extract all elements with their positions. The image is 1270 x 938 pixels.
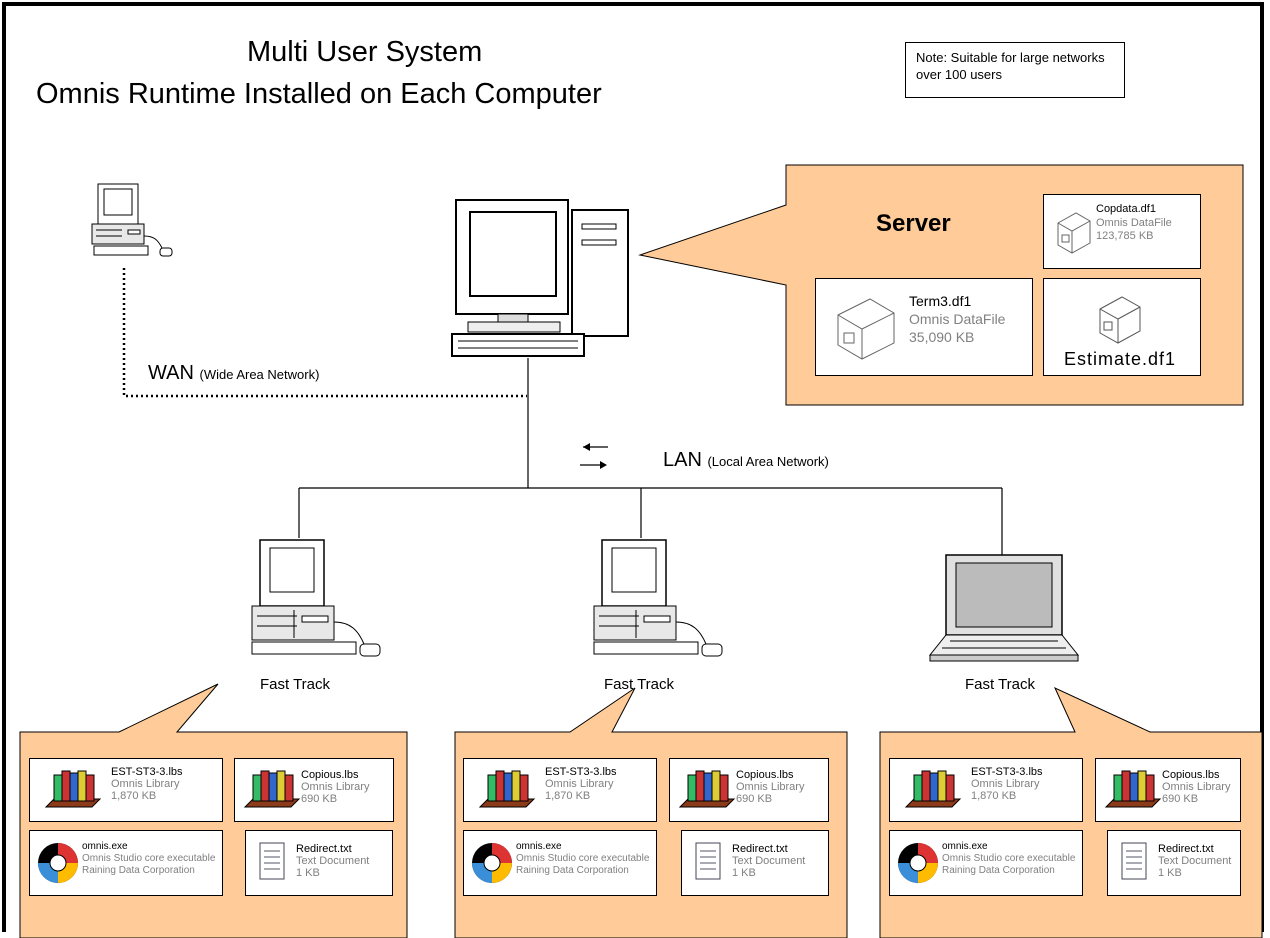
file-size: 123,785 KB [1096,230,1154,242]
file-card-exe[interactable]: omnis.exe Omnis Studio core executable R… [463,830,657,896]
file-size: 35,090 KB [909,329,975,345]
file-company: Raining Data Corporation [82,865,195,876]
file-name: omnis.exe [516,841,562,852]
client-label-3: Fast Track [965,676,1036,693]
file-type: Omnis Library [545,778,614,790]
datafile-icon [1099,296,1141,344]
lan-label: LAN (Local Area Network) [663,449,829,471]
file-type: Omnis Library [301,781,370,793]
file-card-lib1[interactable]: EST-ST3-3.lbs Omnis Library 1,870 KB [889,758,1083,822]
file-company: Raining Data Corporation [516,865,629,876]
file-size: 1,870 KB [971,790,1017,802]
file-type: Text Document [296,855,370,867]
file-type: Text Document [732,855,806,867]
file-card-lib2[interactable]: Copious.lbs Omnis Library 690 KB [234,758,394,822]
file-name: Redirect.txt [732,843,788,855]
file-name: omnis.exe [82,841,128,852]
file-type: Omnis DataFile [909,311,1006,327]
omnis-logo-icon [898,843,938,883]
file-size: 690 KB [1162,793,1199,805]
file-card-lib2[interactable]: Copious.lbs Omnis Library 690 KB [1095,758,1241,822]
client-pc-icon-1 [251,539,381,657]
datafile-icon [1057,212,1091,254]
file-card-txt[interactable]: Redirect.txt Text Document 1 KB [1107,830,1241,896]
file-card-lib1[interactable]: EST-ST3-3.lbs Omnis Library 1,870 KB [29,758,223,822]
server-title: Server [876,210,951,237]
client-label-2: Fast Track [604,676,675,693]
file-card-lib1[interactable]: EST-ST3-3.lbs Omnis Library 1,870 KB [463,758,657,822]
file-size: 1 KB [296,867,320,879]
file-desc: Omnis Studio core executable [82,853,216,864]
library-books-icon [678,770,736,808]
file-type: Text Document [1158,855,1232,867]
library-books-icon [44,770,102,808]
file-size: 1,870 KB [545,790,591,802]
file-size: 1 KB [1158,867,1182,879]
file-name: EST-ST3-3.lbs [545,766,617,778]
omnis-logo-icon [472,843,512,883]
file-type: Omnis Library [971,778,1040,790]
file-name: Redirect.txt [296,843,352,855]
file-size: 690 KB [301,793,338,805]
file-name: EST-ST3-3.lbs [111,766,183,778]
file-card-estimate[interactable]: Estimate.df1 [1043,278,1201,376]
server-pc-icon [451,199,629,357]
title-line-2: Omnis Runtime Installed on Each Computer [36,78,602,110]
file-size: 690 KB [736,793,773,805]
file-type: Omnis Library [1162,781,1231,793]
file-name: Term3.df1 [909,293,972,309]
file-card-exe[interactable]: omnis.exe Omnis Studio core executable R… [889,830,1083,896]
note-box: Note: Suitable for large networks over 1… [905,42,1125,98]
file-card-txt[interactable]: Redirect.txt Text Document 1 KB [681,830,829,896]
file-card-term3[interactable]: Term3.df1 Omnis DataFile 35,090 KB [815,278,1033,376]
file-name: Estimate.df1 [1064,349,1177,369]
file-card-exe[interactable]: omnis.exe Omnis Studio core executable R… [29,830,223,896]
client-pc-icon-2 [593,539,723,657]
datafile-icon [837,298,895,360]
text-document-icon [1121,842,1147,880]
file-card-lib2[interactable]: Copious.lbs Omnis Library 690 KB [669,758,829,822]
file-size: 1 KB [732,867,756,879]
text-document-icon [695,842,721,880]
file-name: EST-ST3-3.lbs [971,766,1043,778]
file-desc: Omnis Studio core executable [942,853,1076,864]
file-name: Copious.lbs [301,769,359,781]
client-label-1: Fast Track [260,676,331,693]
file-name: Copious.lbs [1162,769,1220,781]
file-desc: Omnis Studio core executable [516,853,650,864]
file-name: Copdata.df1 [1096,203,1156,215]
client-laptop-icon [928,554,1080,662]
wan-label: WAN (Wide Area Network) [148,362,320,384]
file-type: Omnis DataFile [1096,217,1172,229]
file-type: Omnis Library [111,778,180,790]
text-document-icon [259,842,285,880]
file-name: Redirect.txt [1158,843,1214,855]
file-type: Omnis Library [736,781,805,793]
library-books-icon [904,770,962,808]
file-size: 1,870 KB [111,790,157,802]
file-card-txt[interactable]: Redirect.txt Text Document 1 KB [245,830,393,896]
title-line-1: Multi User System [247,36,483,68]
wan-link [122,268,527,398]
file-card-copdata[interactable]: Copdata.df1 Omnis DataFile 123,785 KB [1043,194,1201,269]
remote-pc-icon [91,183,173,257]
file-name: Copious.lbs [736,769,794,781]
library-books-icon [478,770,536,808]
omnis-logo-icon [38,843,78,883]
file-company: Raining Data Corporation [942,865,1055,876]
library-books-icon [1104,770,1162,808]
file-name: omnis.exe [942,841,988,852]
library-books-icon [243,770,301,808]
